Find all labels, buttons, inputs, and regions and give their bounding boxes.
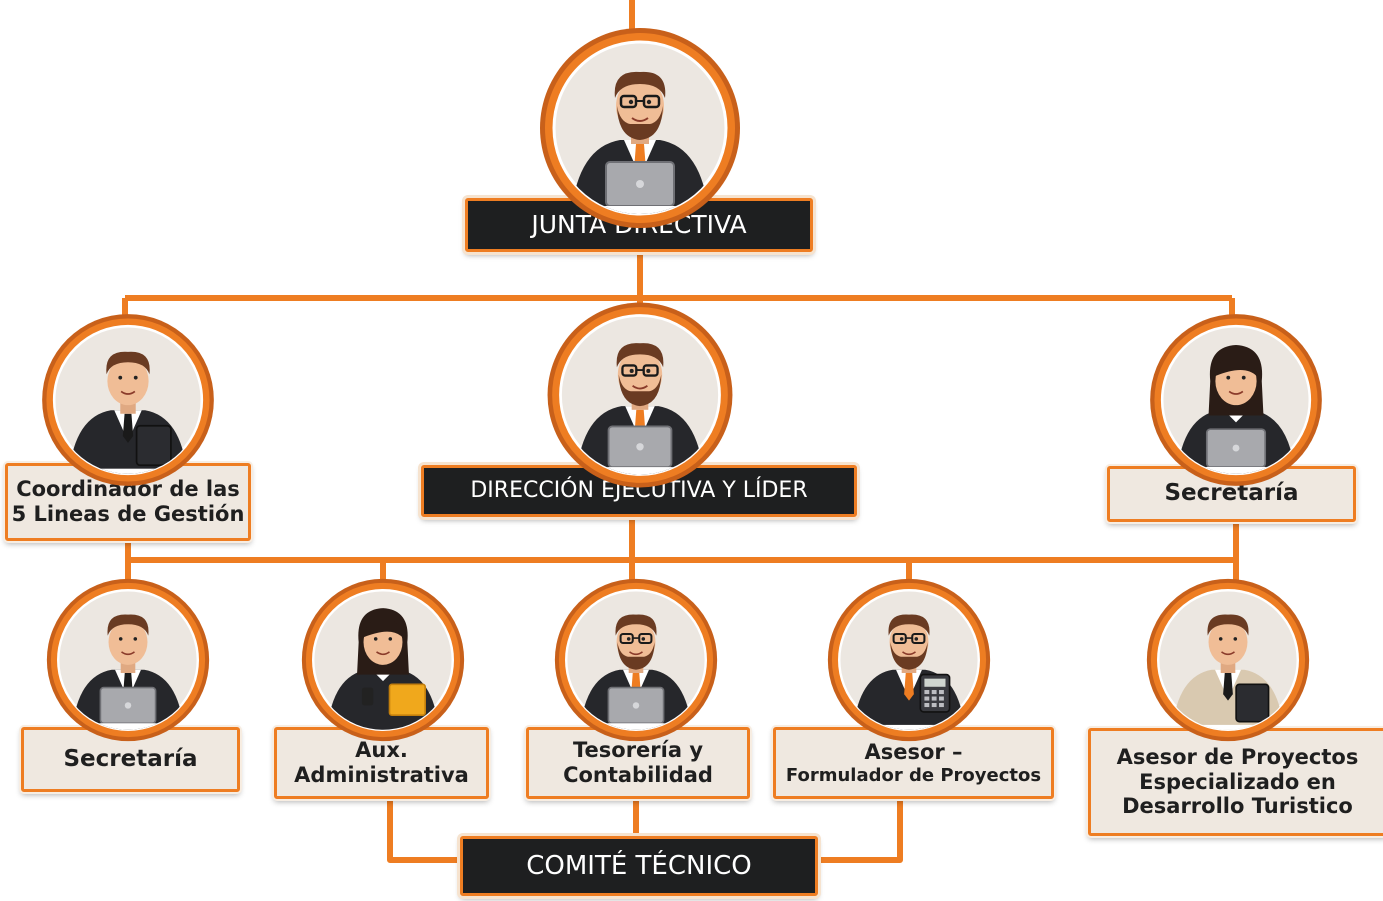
node-label-line: 5 Lineas de Gestión bbox=[11, 502, 245, 526]
woman-laptop-icon bbox=[1150, 314, 1322, 486]
man-tablet-icon bbox=[42, 314, 214, 486]
node-label-line: Desarrollo Turistico bbox=[1122, 794, 1353, 819]
node-label-line: Formulador de Proyectos bbox=[785, 764, 1042, 786]
node-label-line: Contabilidad bbox=[563, 763, 713, 787]
man-glasses-laptop-icon bbox=[547, 302, 733, 488]
connector-line bbox=[818, 799, 903, 863]
man-calculator-icon bbox=[827, 578, 991, 742]
node-label-line: Asesor de Proyectos bbox=[1116, 744, 1359, 769]
node-comite: COMITÉ TÉCNICO bbox=[460, 836, 818, 896]
node-label-line: Tesorería y bbox=[572, 738, 704, 763]
node-label-line: Especializado en bbox=[1139, 769, 1336, 794]
node-label-line: Asesor – bbox=[864, 740, 963, 764]
woman-phone-folder-icon bbox=[301, 578, 465, 742]
node-label-line: Aux. bbox=[355, 738, 408, 763]
man-laptop-icon bbox=[46, 578, 210, 742]
node-label-line: COMITÉ TÉCNICO bbox=[526, 850, 752, 881]
connector-line bbox=[387, 799, 460, 863]
man-tablet-icon bbox=[1146, 578, 1310, 742]
man-glasses-laptop-icon bbox=[554, 578, 718, 742]
node-label-line: Administrativa bbox=[294, 763, 469, 787]
man-glasses-laptop-icon bbox=[540, 28, 740, 228]
node-label-line: Secretaría bbox=[63, 745, 198, 772]
